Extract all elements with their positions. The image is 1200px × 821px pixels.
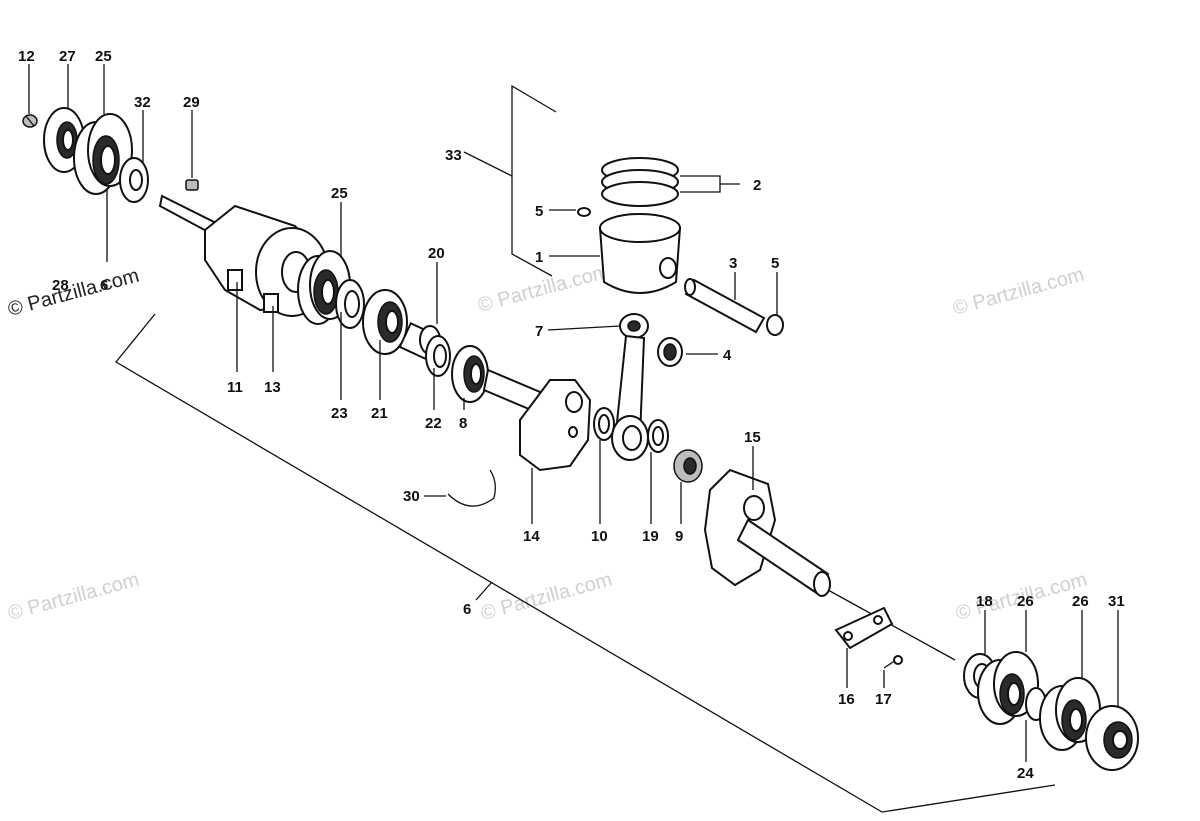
- bolt-12: [22, 114, 38, 128]
- callout-25: 25: [95, 48, 112, 65]
- washer-32: [119, 157, 149, 203]
- piston-pin-3: [684, 278, 766, 334]
- callout-30: 30: [403, 488, 420, 505]
- callout-8: 8: [459, 415, 467, 432]
- callout-28: 28: [52, 277, 69, 294]
- callout-7: 7: [535, 323, 543, 340]
- circlip-30: [447, 469, 496, 507]
- callout-17: 17: [875, 691, 892, 708]
- callout-31: 31: [1108, 593, 1125, 610]
- key-29: [185, 179, 199, 191]
- callout-4: 4: [723, 347, 732, 364]
- crank-half-14: [482, 368, 592, 472]
- callout-22: 22: [425, 415, 442, 432]
- piston-group: [577, 157, 784, 336]
- piston-rings-2: [601, 157, 679, 207]
- callout-1: 1: [535, 249, 543, 266]
- callout-2: 2: [753, 177, 761, 194]
- callout-15: 15: [744, 429, 761, 446]
- callout-6: 6: [100, 277, 108, 294]
- clip-5-left: [577, 207, 591, 217]
- watermark: © Partzilla.com: [476, 261, 612, 317]
- bearing-25-inner: [297, 250, 351, 325]
- callout-21: 21: [371, 405, 388, 422]
- callout-32: 32: [134, 94, 151, 111]
- bearing-25-left: [73, 113, 133, 195]
- callout-24: 24: [1017, 765, 1034, 782]
- clip-5-right: [766, 314, 784, 336]
- callout-26: 26: [1072, 593, 1089, 610]
- callout-27: 27: [59, 48, 76, 65]
- right-end-parts: [963, 651, 1139, 771]
- watermark: © Partzilla.com: [6, 265, 142, 321]
- callout-25: 25: [331, 185, 348, 202]
- bearing-23: [335, 279, 365, 329]
- left-bearing-stack: [297, 250, 489, 403]
- watermark: © Partzilla.com: [951, 264, 1087, 320]
- screw-17: [883, 655, 903, 669]
- seal-21: [362, 289, 408, 355]
- callout-3: 3: [729, 255, 737, 272]
- callout-33: 33: [445, 147, 462, 164]
- callout-19: 19: [642, 528, 659, 545]
- connecting-rod-7: [611, 313, 649, 461]
- callout-12: 12: [18, 48, 35, 65]
- callout-16: 16: [838, 691, 855, 708]
- ring-22: [425, 335, 451, 377]
- watermark: © Partzilla.com: [479, 569, 615, 625]
- washer-19: [647, 419, 669, 453]
- plate-16: [834, 606, 894, 650]
- callout-labels: 12 27 25 32 29 28 6 33 2 5 1 3 5 25 20 7…: [18, 48, 1125, 782]
- washer-10: [593, 407, 615, 441]
- callout-5: 5: [535, 203, 543, 220]
- bearing-8: [451, 345, 489, 403]
- piston-1: [598, 213, 682, 294]
- callout-9: 9: [675, 528, 683, 545]
- group-brackets: [115, 84, 1056, 813]
- callout-18: 18: [976, 593, 993, 610]
- bracket-leader-33: [463, 151, 513, 177]
- callout-26: 26: [1017, 593, 1034, 610]
- crank-half-15: [703, 468, 956, 661]
- bearing-26-b: [1039, 677, 1101, 751]
- callout-13: 13: [264, 379, 281, 396]
- watermark: © Partzilla.com: [6, 569, 142, 625]
- seal-31: [1085, 705, 1139, 771]
- callout-10: 10: [591, 528, 608, 545]
- crankshaft-group-bracket: [115, 313, 1056, 813]
- needle-bearing-9: [673, 449, 703, 483]
- callout-11: 11: [227, 379, 243, 396]
- callout-6: 6: [463, 601, 471, 618]
- bracket-leader-6: [475, 581, 493, 601]
- callout-14: 14: [523, 528, 540, 545]
- leader-lines: [28, 64, 1119, 762]
- callout-23: 23: [331, 405, 348, 422]
- callout-5: 5: [771, 255, 779, 272]
- callout-29: 29: [183, 94, 200, 111]
- callout-20: 20: [428, 245, 445, 262]
- piston-group-bracket: [511, 84, 557, 277]
- needle-bearing-4: [657, 337, 683, 367]
- left-end-parts: [22, 107, 199, 203]
